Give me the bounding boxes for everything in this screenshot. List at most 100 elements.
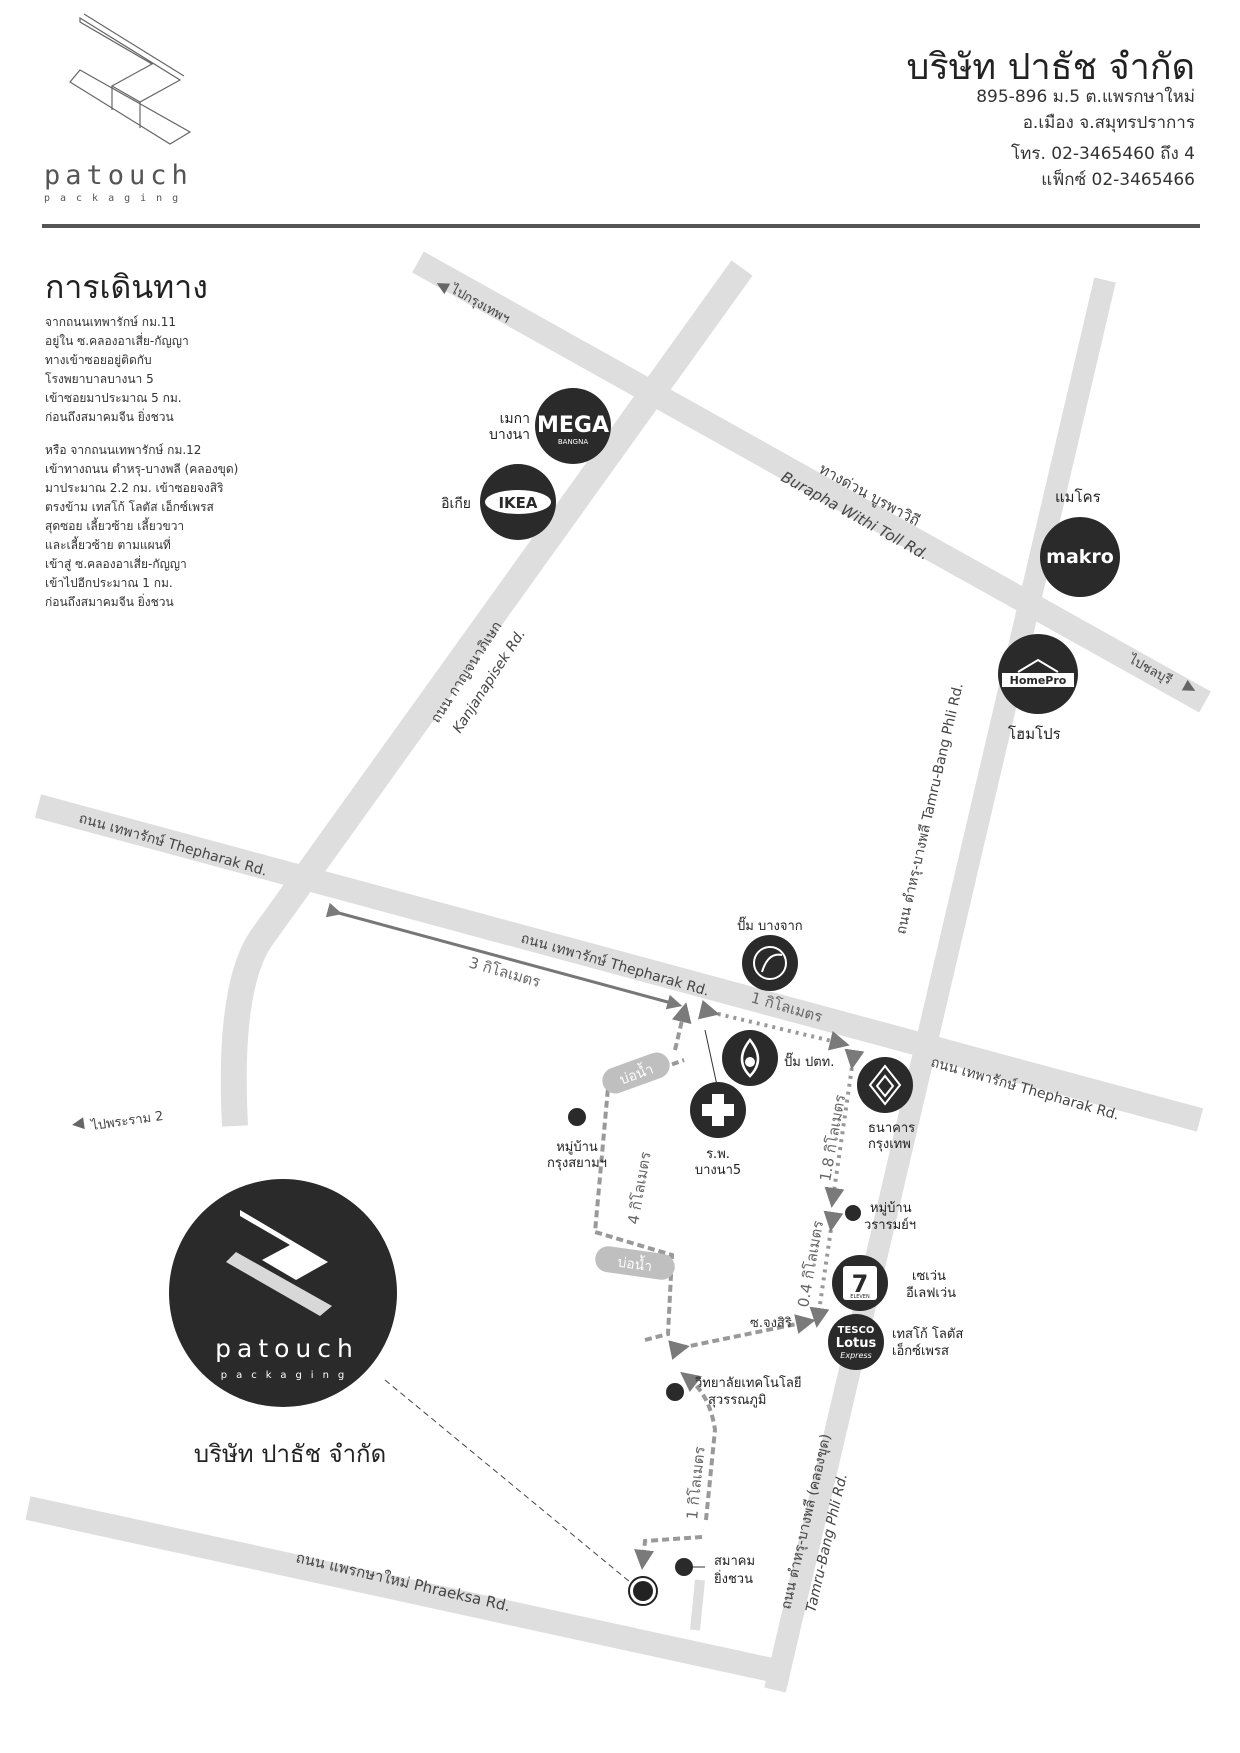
college-label-1: วิทยาลัยเทคโนโลยี xyxy=(694,1375,801,1391)
village-siam-label-1: หมู่บ้าน xyxy=(556,1140,598,1155)
mega-logo-sub: BANGNA xyxy=(558,438,588,446)
ikea-label: อิเกีย xyxy=(441,496,471,512)
directions-line: อยู่ใน ซ.คลองอาเสี่ย-กัญญา xyxy=(45,334,189,348)
directions-line: เข้าทางถนน ตำหรุ-บางพลี (คลองขุด) xyxy=(45,462,239,476)
distance-labels: 3 กิโลเมตร 1 กิโลเมตร 1.8 กิโลเมตร 0.4 ก… xyxy=(467,954,849,1521)
mega-label-1: เมกา xyxy=(500,411,530,427)
label-jongsiri: ซ.จงสิริ xyxy=(750,1316,792,1331)
roads xyxy=(25,251,1211,1693)
seven-logo-word: ELEVEN xyxy=(850,1294,870,1300)
directions-line: จากถนนเทพารักษ์ กม.11 xyxy=(45,315,177,329)
route-1km-bottom xyxy=(680,1371,718,1521)
destination-marker xyxy=(628,1576,658,1606)
ptt-label: ปั๊ม ปตท. xyxy=(784,1052,834,1070)
landmark-homepro: HomePro โฮมโปร xyxy=(998,634,1078,743)
road-phraeksa xyxy=(25,1496,793,1686)
landmark-hospital: ร.พ. บางนา5 xyxy=(690,1082,746,1178)
hospital-label-2: บางนา5 xyxy=(695,1163,741,1178)
landmark-tesco: TESCO Lotus Express เทสโก้ โลตัส เอ็กซ์เ… xyxy=(828,1314,963,1370)
route-soi-start xyxy=(671,1002,692,1051)
road-tamru-bangphli xyxy=(764,277,1116,1693)
directions-title: การเดินทาง xyxy=(45,268,208,306)
tesco-label-1: เทสโก้ โลตัส xyxy=(892,1326,963,1342)
seven-label-2: อีเลฟเว่น xyxy=(906,1285,956,1301)
header-divider xyxy=(42,224,1200,228)
road-khlong-asia xyxy=(690,1579,705,1631)
village-waram-label-1: หมู่บ้าน xyxy=(870,1201,912,1216)
company-badge-sub: packaging xyxy=(221,1370,354,1381)
label-to-rama2: ไปพระราม 2 xyxy=(89,1108,164,1134)
directions-line: หรือ จากถนนเทพารักษ์ กม.12 xyxy=(45,443,202,457)
homepro-label: โฮมโปร xyxy=(1008,725,1061,743)
landmark-ptt: ปั๊ม ปตท. xyxy=(722,1030,834,1086)
homepro-logo-text: HomePro xyxy=(1010,674,1067,687)
directions-line: ตรงข้าม เทสโก้ โลตัส เอ็กซ์เพรส xyxy=(45,500,214,514)
landmark-association: สมาคม ยิ่งชวน xyxy=(675,1554,755,1587)
label-thepharak-left: ถนน เทพารักษ์ Thepharak Rd. xyxy=(77,810,269,880)
seven-logo-num: 7 xyxy=(852,1270,869,1298)
route-final xyxy=(634,1535,703,1570)
phone-number: โทร. 02-3465460 ถึง 4 xyxy=(1011,144,1195,164)
company-badge-word: patouch xyxy=(215,1334,359,1363)
seven-label-1: เซเว่น xyxy=(912,1269,946,1284)
directions-line: เข้าซอยมาประมาณ 5 กม. xyxy=(45,391,182,405)
company-name: บริษัท ปาธัช จำกัด xyxy=(906,47,1196,88)
directions-line: มาประมาณ 2.2 กม. เข้าซอยจงสิริ xyxy=(45,481,224,495)
tesco-logo-1: TESCO xyxy=(838,1325,875,1336)
landmark-mega: MEGA BANGNA เมกา บางนา xyxy=(489,388,611,464)
directions-paragraph-2: หรือ จากถนนเทพารักษ์ กม.12 เข้าทางถนน ตำ… xyxy=(45,441,238,612)
bank-label-1: ธนาคาร xyxy=(868,1121,915,1136)
landmark-bank: ธนาคาร กรุงเทพ xyxy=(857,1057,915,1152)
mega-logo-text: MEGA xyxy=(537,413,609,438)
college-label-2: สุวรรณภูมิ xyxy=(708,1393,766,1408)
directions-line: โรงพยาบาลบางนา 5 xyxy=(45,372,154,386)
route-3km xyxy=(325,902,683,1010)
association-label-1: สมาคม xyxy=(714,1554,755,1569)
company-badge: patouch packaging บริษัท ปาธัช จำกัด xyxy=(169,1179,397,1468)
address-line-2: อ.เมือง จ.สมุทรปราการ xyxy=(1022,113,1195,133)
landmark-village-waram: หมู่บ้าน วรารมย์ฯ xyxy=(845,1201,916,1233)
directions-paragraph-1: จากถนนเทพารักษ์ กม.11 อยู่ใน ซ.คลองอาเสี… xyxy=(45,313,189,427)
directions-line: และเลี้ยวซ้าย ตามแผนที่ xyxy=(45,538,171,552)
directions-line: สุดซอย เลี้ยวซ้าย เลี้ยวขวา xyxy=(45,519,185,533)
company-badge-name: บริษัท ปาธัช จำกัด xyxy=(194,1440,386,1468)
leader-company xyxy=(384,1379,631,1583)
directions-line: ก่อนถึงสมาคมจีน ยิ่งชวน xyxy=(45,410,174,424)
leader-hospital xyxy=(704,1029,719,1091)
distance-18km: 1.8 กิโลเมตร xyxy=(816,1093,849,1183)
route-04km xyxy=(809,1210,844,1328)
directions-line: ทางเข้าซอยอยู่ติดกับ xyxy=(45,353,152,367)
company-badge-logo-icon xyxy=(226,1210,332,1316)
landmark-ikea: IKEA อิเกีย xyxy=(441,464,556,540)
distance-4km: 4 กิโลเมตร xyxy=(624,1150,654,1225)
ikea-logo-text: IKEA xyxy=(498,494,537,512)
road-burapha-toll xyxy=(412,251,1211,713)
makro-label: แมโคร xyxy=(1055,488,1101,506)
distance-1km-bottom: 1 กิโลเมตร xyxy=(683,1445,709,1520)
directions-line: เข้าสู่ ซ.คลองอาเสี่ย-กัญญา xyxy=(45,557,187,571)
tesco-label-2: เอ็กซ์เพรส xyxy=(892,1341,949,1359)
road-labels: ไปกรุงเทพฯ ทางด่วน บูรพาวิถี Burapha Wit… xyxy=(72,281,1196,1615)
village-waram-label-2: วรารมย์ฯ xyxy=(864,1217,916,1233)
village-siam-label-2: กรุงสยามฯ xyxy=(547,1156,607,1171)
tesco-logo-2: Lotus xyxy=(836,1336,877,1351)
tesco-logo-3: Express xyxy=(840,1351,871,1360)
header-logo: patouch packaging xyxy=(40,10,240,204)
directions-line: ก่อนถึงสมาคมจีน ยิ่งชวน xyxy=(45,595,174,609)
road-kanjanapisek xyxy=(220,260,753,1127)
hospital-label-1: ร.พ. xyxy=(706,1147,730,1162)
landmark-seven-eleven: 7 ELEVEN เซเว่น อีเลฟเว่น xyxy=(832,1255,956,1311)
header-logo-sub: packaging xyxy=(44,193,189,204)
route-1km-top xyxy=(697,999,850,1051)
address-line-1: 895-896 ม.5 ต.แพรกษาใหม่ xyxy=(976,87,1195,107)
mega-label-2: บางนา xyxy=(489,427,530,443)
association-label-2: ยิ่งชวน xyxy=(714,1570,753,1587)
landmark-bangchak: ปั๊ม บางจาก xyxy=(737,916,803,991)
patouch-logo-icon xyxy=(69,13,192,145)
landmark-makro: makro แมโคร xyxy=(1040,488,1120,597)
landmark-college: วิทยาลัยเทคโนโลยี สุวรรณภูมิ xyxy=(666,1375,802,1408)
fax-number: แฟ็กซ์ 02-3465466 xyxy=(1041,170,1195,190)
bangchak-label: ปั๊ม บางจาก xyxy=(737,916,803,934)
pond-labels: บ่อน้ำ บ่อน้ำ xyxy=(595,1052,675,1280)
